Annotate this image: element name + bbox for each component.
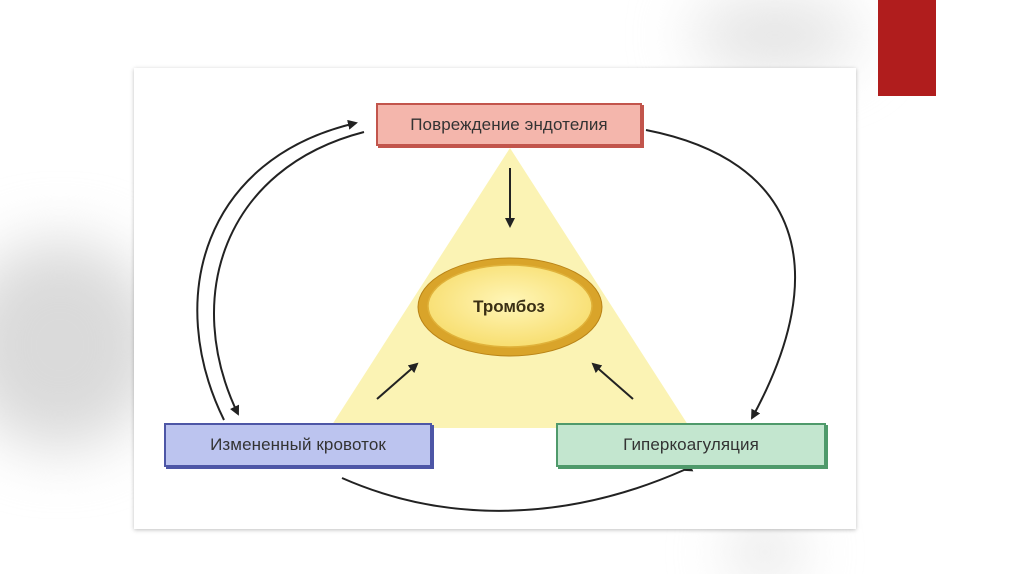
box-hypercoagulation: Гиперкоагуляция	[556, 423, 826, 467]
box-endothelial-damage: Повреждение эндотелия	[376, 103, 642, 146]
box-endothelial-damage-label: Повреждение эндотелия	[410, 114, 608, 134]
arrow-right-to-center	[591, 362, 634, 400]
box-altered-blood-flow: Измененный кровоток	[164, 423, 432, 467]
diagram-card: Повреждение эндотелия Измененный кровото…	[134, 68, 856, 529]
arrow-left-to-center	[376, 362, 419, 400]
center-ellipse-inner	[427, 264, 593, 348]
accent-bar	[878, 0, 936, 96]
box-hypercoagulation-label: Гиперкоагуляция	[623, 435, 759, 454]
center-label: Тромбоз	[419, 290, 599, 324]
box-altered-blood-flow-label: Измененный кровоток	[210, 435, 386, 454]
cycle-arrow-right-to-left	[341, 462, 694, 512]
cycle-arrow-top-to-right	[645, 129, 796, 420]
diagram-canvas	[196, 119, 796, 512]
cycle-arrow-left-to-top-outer	[196, 119, 358, 421]
background-blur-bottom	[730, 530, 800, 574]
background-blur-top	[690, 0, 860, 70]
cycle-arrow-top-to-left-inner	[213, 131, 365, 416]
thrombosis-label: Тромбоз	[473, 297, 545, 316]
